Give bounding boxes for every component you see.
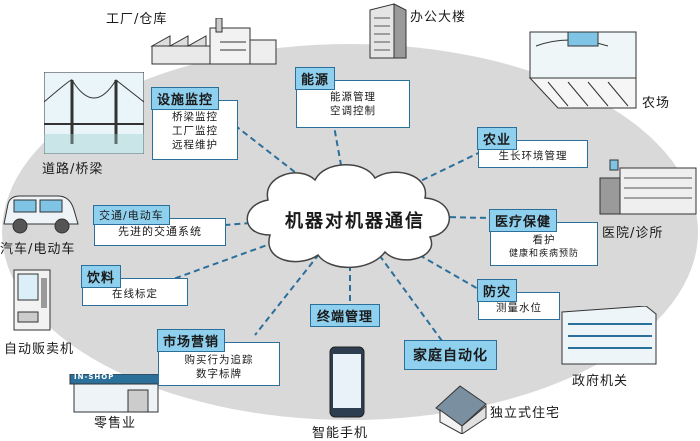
farm-greenhouse-icon [528,31,637,109]
panel-title: 设施监控 [151,87,220,110]
label-smartphone: 智能手机 [312,426,369,441]
panel-title: 饮料 [81,265,122,288]
panel-title: 交通/电动车 [93,205,170,225]
panel-line: 在线标定 [112,288,158,300]
panel-title: 农业 [477,127,518,150]
panel-title: 防灾 [477,279,518,302]
office-building-icon [369,3,407,59]
hospital-icon [599,159,697,215]
panel-line: 空调控制 [330,105,376,117]
panel-agriculture: 农业 生长环境管理 [477,127,588,168]
panel-line: 工厂监控 [172,125,218,137]
panel-line: 测量水位 [496,302,542,314]
label-road-bridge: 道路/桥梁 [42,162,104,177]
factory-icon [150,18,277,65]
label-retail: 零售业 [94,416,137,431]
bridge-icon [44,72,144,154]
center-title: 机器对机器通信 [285,211,425,232]
panel-line: 先进的交通系统 [118,225,202,238]
retail-shop-icon [69,374,163,413]
panel-home-automation: 家庭自动化 [404,340,497,370]
car-icon [3,195,79,234]
panel-terminal-management: 终端管理 [310,304,381,327]
panel-title: 医疗保健 [489,209,558,232]
label-house: 独立式住宅 [490,406,561,421]
shop-sign: IN-SHOP [74,373,115,381]
panel-energy: 能源 能源管理 空调控制 [295,67,410,128]
panel-beverages: 饮料 在线标定 [81,265,188,306]
panel-medical: 医疗保健 看护 健康和疾病预防 [489,209,598,266]
label-factory: 工厂/仓库 [106,12,168,27]
panel-facility-monitoring: 设施监控 桥梁监控 工厂监控 远程维护 [151,87,238,160]
vending-machine-icon [13,269,51,331]
label-office: 办公大楼 [410,10,467,25]
panel-line: 看护 [532,234,556,246]
panel-disaster-prevention: 防灾 测量水位 [477,279,560,320]
label-car: 汽车/电动车 [0,242,76,257]
panel-title: 市场营销 [157,329,226,352]
panel-line: 健康和疾病预防 [508,249,579,259]
panel-title: 能源 [295,67,336,90]
label-government: 政府机关 [572,374,629,389]
smartphone-icon [329,346,365,418]
government-building-icon [561,306,657,365]
house-icon [435,385,487,434]
panel-transport: 交通/电动车 先进的交通系统 [93,205,226,246]
panel-line: 远程维护 [172,139,218,151]
label-farm: 农场 [642,96,671,111]
center-cloud [246,164,450,269]
panel-line: 生长环境管理 [498,150,568,162]
panel-line: 购买行为追踪 [184,354,254,366]
panel-marketing: 市场营销 购买行为追踪 数字标牌 [157,329,280,386]
panel-line: 数字标牌 [196,368,242,380]
panel-line: 桥梁监控 [172,111,218,123]
label-hospital: 医院/诊所 [602,226,664,241]
panel-line: 能源管理 [330,91,376,103]
label-vending: 自动贩卖机 [4,342,75,357]
